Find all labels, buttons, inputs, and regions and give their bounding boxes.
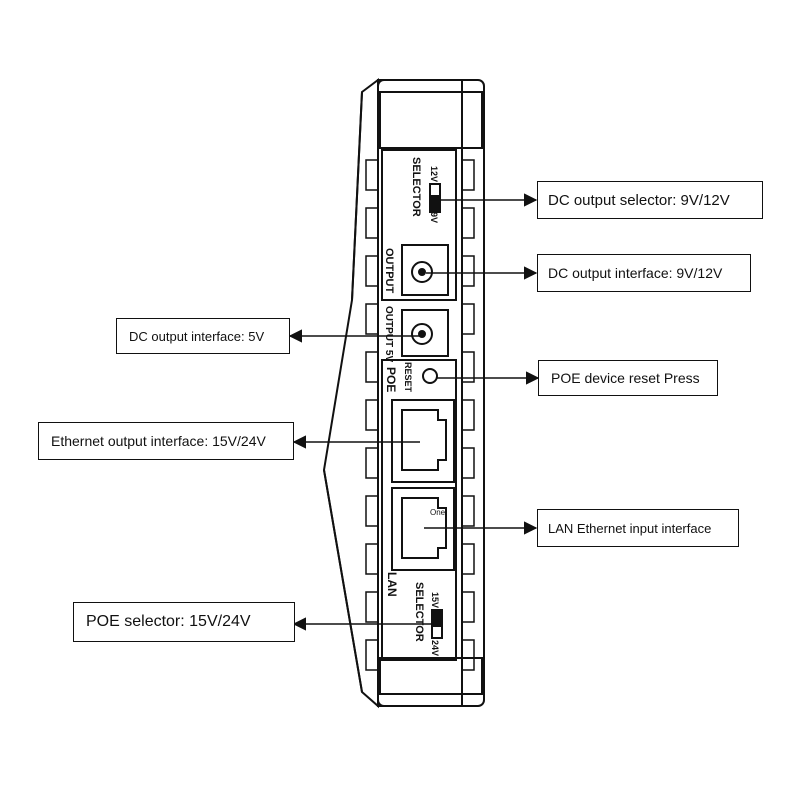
vent-rib xyxy=(365,159,379,191)
dc-9v-label: 9V xyxy=(429,212,439,223)
vent-rib xyxy=(461,207,475,239)
vent-rib xyxy=(365,207,379,239)
vent-rib xyxy=(461,591,475,623)
reset-button xyxy=(422,368,438,384)
vent-rib xyxy=(461,399,475,431)
callout-lan-input-text: LAN Ethernet input interface xyxy=(548,520,712,536)
callout-dc-output-9-12v: DC output interface: 9V/12V xyxy=(537,254,751,292)
vent-rib xyxy=(365,447,379,479)
vent-rib xyxy=(461,303,475,335)
callout-dc-output-5v-text: DC output interface: 5V xyxy=(129,328,265,344)
callout-ethernet-output-text: Ethernet output interface: 15V/24V xyxy=(51,433,266,449)
vent-rib xyxy=(365,543,379,575)
poe-ethernet-port xyxy=(391,399,455,483)
poe-selector-switch xyxy=(431,609,443,639)
dc-output-jack-9-12v xyxy=(401,244,449,296)
vent-rib xyxy=(461,639,475,671)
vent-rib xyxy=(461,351,475,383)
vent-rib xyxy=(365,303,379,335)
callout-lan-input: LAN Ethernet input interface xyxy=(537,509,739,547)
callout-poe-reset-text: POE device reset Press xyxy=(551,370,700,386)
dc-selector-label: SELECTOR xyxy=(410,157,422,217)
vent-rib xyxy=(365,255,379,287)
dc-output-jack-5v xyxy=(401,309,449,357)
callout-dc-output-5v: DC output interface: 5V xyxy=(116,318,290,354)
reset-label: RESET xyxy=(403,362,413,393)
vent-rib xyxy=(461,255,475,287)
vent-rib xyxy=(365,495,379,527)
faceplate xyxy=(381,149,457,661)
callout-ethernet-output: Ethernet output interface: 15V/24V xyxy=(38,422,294,460)
poe-selector-label: SELECTOR xyxy=(413,582,425,642)
vent-rib xyxy=(461,543,475,575)
vent-rib xyxy=(461,159,475,191)
one-label: One xyxy=(430,508,446,517)
callout-poe-reset: POE device reset Press xyxy=(538,360,718,396)
poe-15v-label: 15V xyxy=(430,592,440,608)
poe-label: POE xyxy=(384,367,398,392)
output-label: OUTPUT xyxy=(383,248,395,294)
device-body xyxy=(322,78,485,709)
vent-rib xyxy=(365,591,379,623)
lan-label: LAN xyxy=(385,572,399,597)
callout-poe-selector: POE selector: 15V/24V xyxy=(73,602,295,642)
callout-dc-selector: DC output selector: 9V/12V xyxy=(537,181,763,219)
output-5v-label: OUTPUT 5V xyxy=(383,306,394,362)
poe-24v-label: 24V xyxy=(430,640,440,656)
vent-rib xyxy=(461,495,475,527)
lan-ethernet-port xyxy=(391,487,455,571)
callout-dc-output-9-12v-text: DC output interface: 9V/12V xyxy=(548,265,723,281)
dc-selector-switch xyxy=(429,183,441,213)
vent-rib xyxy=(461,447,475,479)
callout-poe-selector-text: POE selector: 15V/24V xyxy=(86,613,251,630)
vent-ribs xyxy=(365,159,475,671)
callout-dc-selector-text: DC output selector: 9V/12V xyxy=(548,191,730,209)
vent-rib xyxy=(365,351,379,383)
vent-rib xyxy=(365,639,379,671)
leader-lines xyxy=(288,193,540,631)
dc-12v-label: 12V xyxy=(429,166,439,182)
vent-rib xyxy=(365,399,379,431)
